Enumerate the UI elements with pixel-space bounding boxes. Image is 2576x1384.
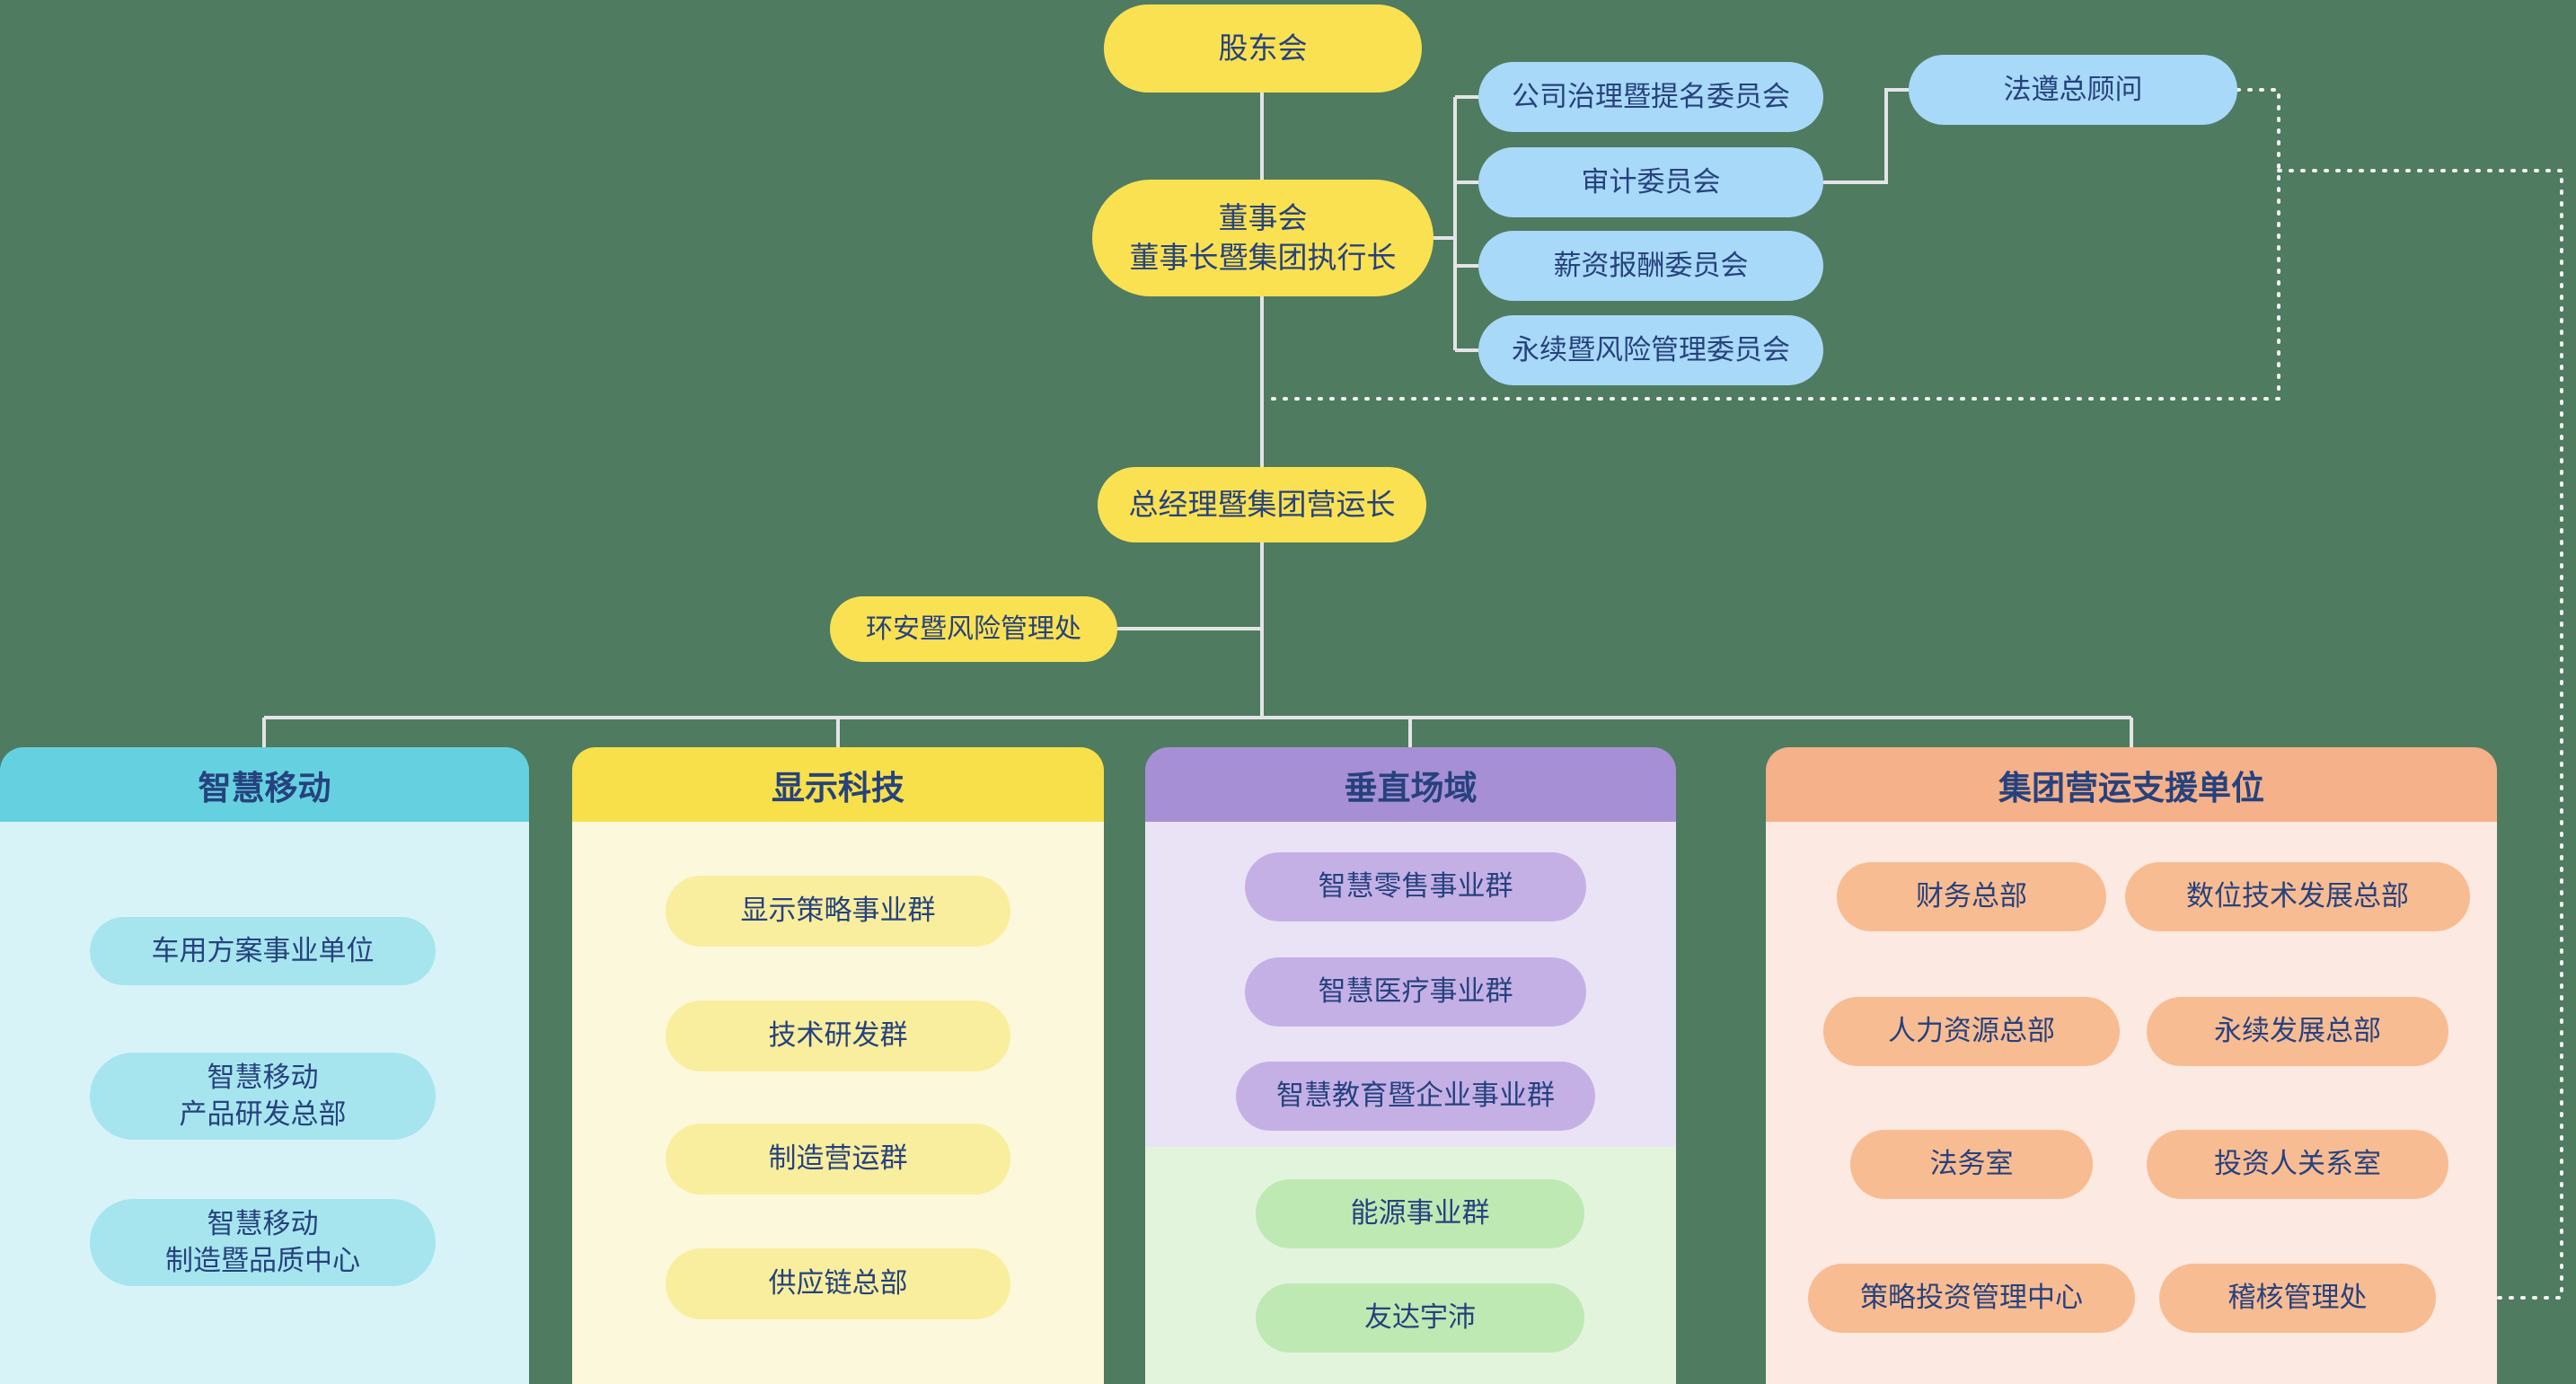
column-header-group-support-units: 集团营运支援单位: [1766, 747, 2497, 822]
node-board-chairman-ceo: 董事会 董事长暨集团执行长: [1092, 180, 1434, 296]
node-strategic-investment-center: 策略投资管理中心: [1808, 1264, 2135, 1333]
node-automotive-solutions-unit: 车用方案事业单位: [90, 917, 436, 985]
node-chief-compliance-advisor: 法遵总顾问: [1909, 55, 2237, 125]
node-sustainability-hq: 永续发展总部: [2147, 997, 2448, 1066]
node-president-coo: 总经理暨集团营运长: [1098, 467, 1426, 542]
node-legal-office: 法务室: [1850, 1130, 2093, 1199]
node-committee-compensation: 薪资报酬委员会: [1478, 231, 1823, 301]
node-smart-retail-group: 智慧零售事业群: [1245, 852, 1586, 921]
node-finance-hq: 财务总部: [1837, 862, 2106, 931]
node-human-resources-hq: 人力资源总部: [1823, 997, 2120, 1066]
node-committee-sustainability-risk: 永续暨风险管理委员会: [1478, 315, 1823, 385]
column-header-vertical-domains: 垂直场域: [1145, 747, 1676, 822]
node-smart-mobility-mfg-quality-center: 智慧移动 制造暨品质中心: [90, 1199, 436, 1286]
node-energy-group: 能源事业群: [1256, 1179, 1584, 1248]
node-smart-mobility-product-rd-hq: 智慧移动 产品研发总部: [90, 1053, 436, 1140]
node-smart-education-enterprise-group: 智慧教育暨企业事业群: [1236, 1062, 1595, 1131]
node-investor-relations-office: 投资人关系室: [2147, 1130, 2448, 1199]
node-audit-management-division: 稽核管理处: [2159, 1264, 2436, 1333]
node-auo-envirotech: 友达宇沛: [1256, 1283, 1584, 1353]
node-digital-tech-development-hq: 数位技术发展总部: [2125, 862, 2470, 931]
column-header-display-tech: 显示科技: [572, 747, 1104, 822]
node-committee-audit: 审计委员会: [1478, 147, 1823, 217]
node-technology-rd-group: 技术研发群: [666, 1001, 1010, 1071]
column-header-smart-mobility: 智慧移动: [0, 747, 529, 822]
connector-board-committees: [1434, 95, 1478, 352]
node-supply-chain-hq: 供应链总部: [666, 1248, 1010, 1319]
node-smart-medical-group: 智慧医疗事业群: [1245, 957, 1586, 1027]
node-display-strategy-group: 显示策略事业群: [666, 876, 1010, 947]
node-ehs-risk-division: 环安暨风险管理处: [830, 596, 1117, 662]
node-manufacturing-ops-group: 制造营运群: [666, 1124, 1010, 1194]
node-committee-governance-nomination: 公司治理暨提名委员会: [1478, 62, 1823, 132]
connector-coo-columns: [262, 542, 2133, 747]
connector-audit-compliance: [1823, 88, 1909, 184]
node-shareholders-meeting: 股东会: [1104, 4, 1422, 93]
